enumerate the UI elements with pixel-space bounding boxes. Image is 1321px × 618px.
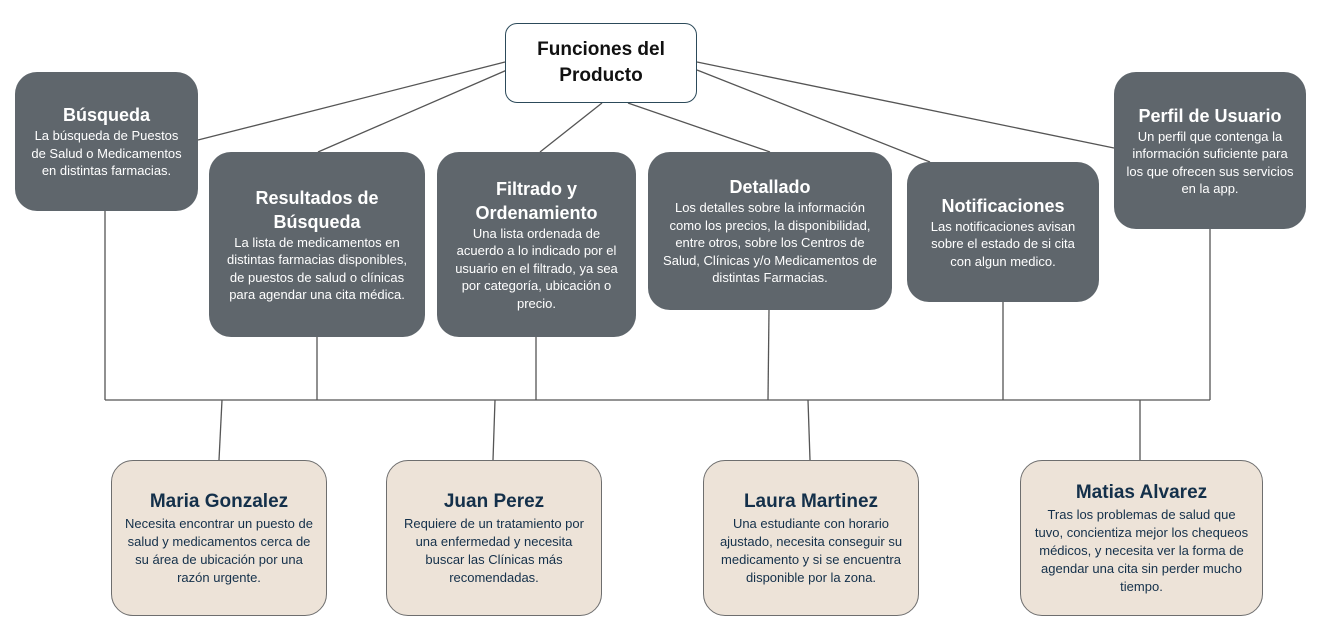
- connector-bus-laura: [807, 399, 811, 461]
- persona-name: Juan Perez: [443, 491, 545, 512]
- connector-bus-maria: [218, 399, 223, 461]
- function-title: Detallado: [729, 177, 811, 198]
- function-desc: La lista de medicamentos en distintas fa…: [227, 234, 407, 303]
- persona-desc: Tras los problemas de salud que tuvo, co…: [1034, 507, 1249, 594]
- function-perfil-de-usuario: Perfil de Usuario Un perfil que contenga…: [1114, 72, 1306, 229]
- persona-laura-martinez: Laura Martinez Una estudiante con horari…: [703, 460, 919, 616]
- function-desc: Una lista ordenada de acuerdo a lo indic…: [455, 225, 618, 311]
- function-title: Resultados de Búsqueda: [255, 187, 379, 232]
- function-detallado: Detallado Los detalles sobre la informac…: [648, 152, 892, 310]
- function-notificaciones: Notificaciones Las notificaciones avisan…: [907, 162, 1099, 302]
- persona-desc: Una estudiante con horario ajustado, nec…: [719, 516, 903, 585]
- function-busqueda: Búsqueda La búsqueda de Puestos de Salud…: [15, 72, 198, 211]
- persona-maria-gonzalez: Maria Gonzalez Necesita encontrar un pue…: [111, 460, 327, 616]
- root-node: Funciones del Producto: [505, 23, 697, 103]
- persona-desc: Necesita encontrar un puesto de salud y …: [125, 516, 313, 585]
- persona-name: Laura Martinez: [743, 491, 879, 512]
- function-title: Perfil de Usuario: [1138, 105, 1282, 126]
- persona-matias-alvarez: Matias Alvarez Tras los problemas de sal…: [1020, 460, 1263, 616]
- function-title: Búsqueda: [62, 105, 150, 126]
- connector-root-filtrado: [539, 102, 603, 153]
- connector-root-busqueda: [197, 61, 506, 141]
- function-filtrado-y-ordenamiento: Filtrado y Ordenamiento Una lista ordena…: [437, 152, 636, 337]
- function-resultados-de-busqueda: Resultados de Búsqueda La lista de medic…: [209, 152, 425, 337]
- persona-name: Matias Alvarez: [1075, 482, 1208, 503]
- function-desc: Los detalles sobre la información como l…: [663, 200, 877, 286]
- connector-detallado-bus: [767, 309, 770, 401]
- function-title: Notificaciones: [941, 195, 1065, 216]
- function-title: Filtrado y Ordenamiento: [475, 178, 598, 223]
- connector-root-notificaciones: [696, 69, 931, 163]
- function-desc: La búsqueda de Puestos de Salud o Medica…: [31, 128, 182, 179]
- connector-root-detallado: [627, 102, 771, 153]
- connector-bus-juan: [492, 399, 496, 461]
- root-title: Funciones del Producto: [537, 39, 665, 86]
- function-desc: Un perfil que contenga la información su…: [1126, 128, 1294, 197]
- persona-juan-perez: Juan Perez Requiere de un tratamiento po…: [386, 460, 602, 616]
- persona-name: Maria Gonzalez: [149, 491, 289, 512]
- connector-root-resultados: [317, 69, 508, 153]
- persona-desc: Requiere de un tratamiento por una enfer…: [404, 516, 584, 585]
- function-desc: Las notificaciones avisan sobre el estad…: [930, 218, 1076, 269]
- connector-root-perfil: [696, 61, 1115, 149]
